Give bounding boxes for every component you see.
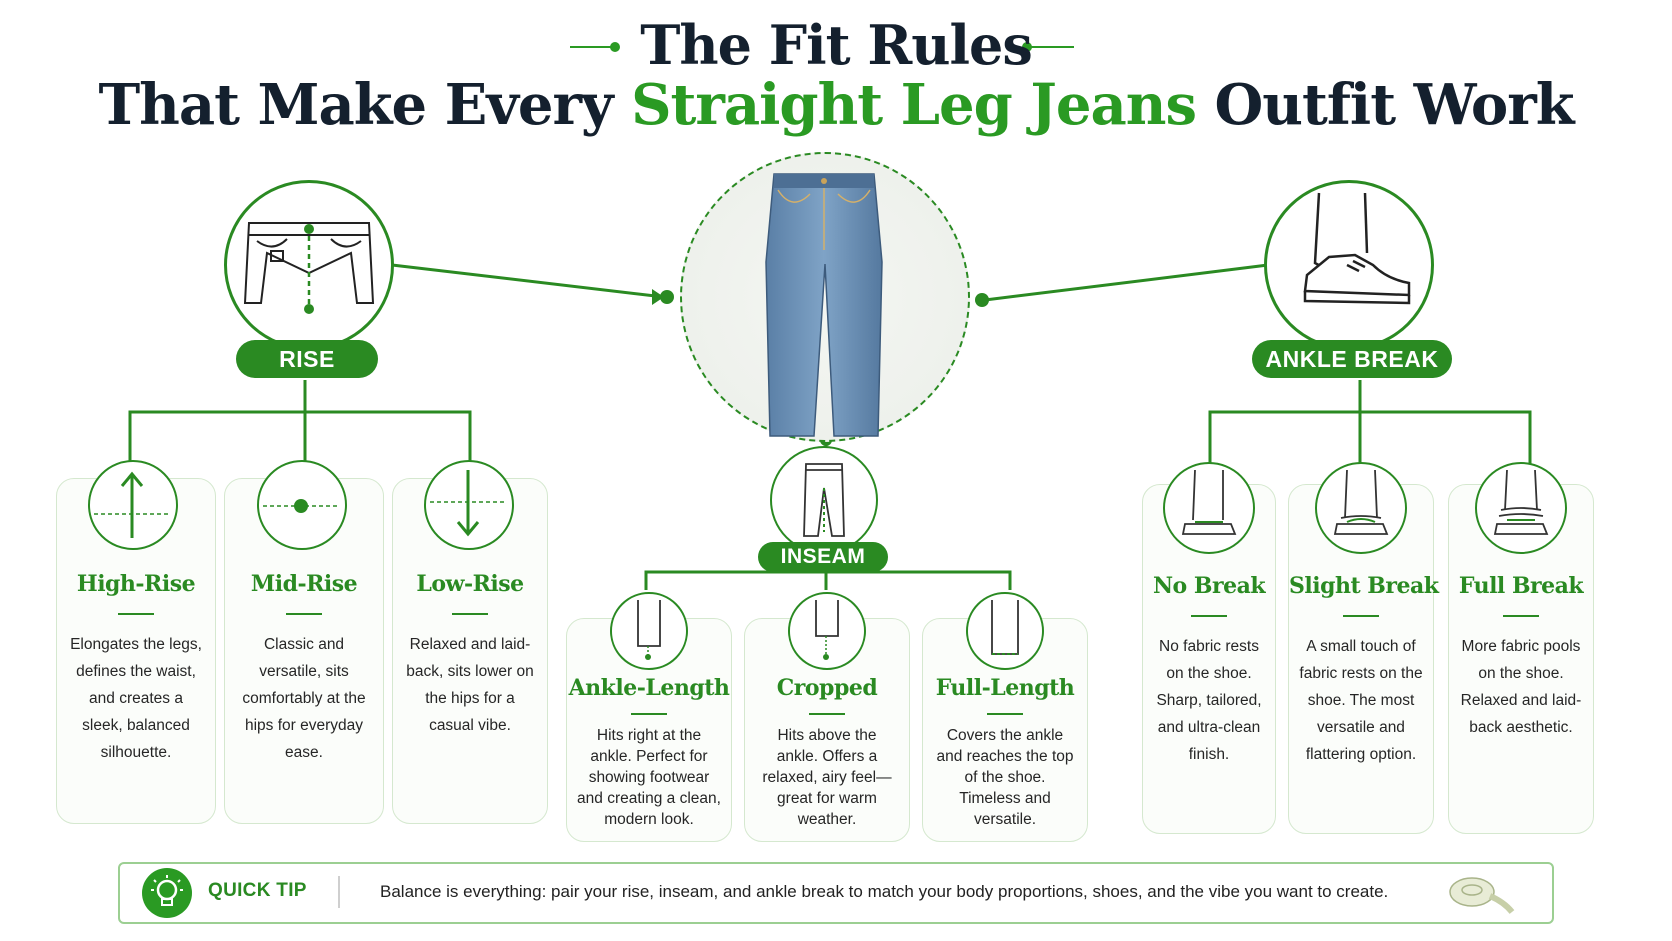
card-description: No fabric rests on the shoe. Sharp, tail… bbox=[1156, 638, 1262, 763]
measuring-tape-icon bbox=[1449, 877, 1515, 914]
card-rule bbox=[286, 613, 322, 615]
card-title: No Break bbox=[1152, 573, 1266, 599]
inseam-label-pill: INSEAM bbox=[758, 542, 888, 572]
rise-label-pill: RISE bbox=[236, 340, 378, 378]
card-title: Full-Length bbox=[935, 675, 1075, 701]
full-break-icon bbox=[1493, 469, 1549, 535]
inseam-icon-circle bbox=[770, 446, 878, 554]
straight-leg-jeans-photo bbox=[765, 173, 883, 437]
lightbulb-icon bbox=[151, 875, 183, 906]
card-title: High-Rise bbox=[76, 571, 196, 597]
card-rule bbox=[809, 713, 845, 715]
card-description: Classic and versatile, sits comfortably … bbox=[242, 636, 366, 761]
cropped-icon bbox=[815, 600, 839, 660]
ankle-length-icon-circle bbox=[610, 592, 688, 670]
mid-rise-icon-circle bbox=[257, 460, 347, 550]
card-description: Elongates the legs, defines the waist, a… bbox=[70, 636, 202, 761]
ankle-break-icon-circle bbox=[1264, 180, 1434, 350]
title-highlight: Straight Leg Jeans bbox=[631, 72, 1197, 138]
low-rise-icon-circle bbox=[424, 460, 514, 550]
title-deco-right-dot bbox=[1022, 42, 1032, 52]
card-title: Slight Break bbox=[1289, 573, 1439, 599]
card-title: Full Break bbox=[1458, 573, 1584, 599]
rise-icon-circle bbox=[224, 180, 394, 350]
lightbulb-icon-circle bbox=[142, 868, 192, 918]
arrow-down-icon bbox=[430, 470, 507, 537]
center-jeans-image bbox=[680, 152, 970, 442]
no-break-icon-circle bbox=[1163, 462, 1255, 554]
card-rule bbox=[1343, 615, 1379, 617]
rise-card-mid: Mid-Rise Classic and versatile, sits com… bbox=[224, 478, 384, 824]
sneaker-hem-icon bbox=[1303, 192, 1411, 305]
ankle-break-label-pill: ANKLE BREAK bbox=[1252, 340, 1452, 378]
card-description: Hits right at the ankle. Perfect for sho… bbox=[577, 727, 721, 828]
quick-tip-box bbox=[118, 862, 1554, 924]
card-title: Mid-Rise bbox=[250, 571, 358, 597]
card-title: Cropped bbox=[776, 675, 878, 701]
card-description: Covers the ankle and reaches the top of … bbox=[936, 727, 1074, 828]
slight-break-icon bbox=[1333, 469, 1389, 535]
ankle-length-icon bbox=[637, 600, 661, 660]
quick-tip-text: Balance is everything: pair your rise, i… bbox=[380, 882, 1389, 901]
card-description: Hits above the ankle. Offers a relaxed, … bbox=[762, 727, 892, 828]
page-title-line1: The Fit Rules bbox=[640, 13, 1033, 77]
title-deco-right-line bbox=[1028, 46, 1074, 48]
card-rule bbox=[118, 613, 154, 615]
jeans-waistband-icon bbox=[243, 222, 375, 314]
card-rule bbox=[1503, 615, 1539, 617]
card-rule bbox=[631, 713, 667, 715]
card-title: Ankle-Length bbox=[568, 675, 730, 701]
page-title-line2: That Make Every Straight Leg Jeans Outfi… bbox=[98, 72, 1574, 138]
quick-tip-separator bbox=[338, 876, 340, 908]
jeans-inseam-icon bbox=[803, 463, 845, 537]
cropped-icon-circle bbox=[788, 592, 866, 670]
title-deco-left-line bbox=[570, 46, 616, 48]
full-break-icon-circle bbox=[1475, 462, 1567, 554]
high-rise-icon-circle bbox=[88, 460, 178, 550]
card-title: Low-Rise bbox=[416, 571, 524, 597]
no-break-icon bbox=[1181, 469, 1237, 535]
card-description: Relaxed and laid-back, sits lower on the… bbox=[406, 636, 534, 734]
card-rule bbox=[987, 713, 1023, 715]
full-length-icon-circle bbox=[966, 592, 1044, 670]
card-rule bbox=[1191, 615, 1227, 617]
card-description: A small touch of fabric rests on the sho… bbox=[1299, 638, 1423, 763]
full-length-icon bbox=[991, 600, 1019, 655]
title-deco-left-dot bbox=[610, 42, 620, 52]
center-dot-icon bbox=[263, 499, 340, 513]
slight-break-icon-circle bbox=[1315, 462, 1407, 554]
quick-tip-label: QUICK TIP bbox=[208, 880, 307, 901]
card-description: More fabric pools on the shoe. Relaxed a… bbox=[1460, 638, 1582, 736]
arrow-up-icon bbox=[94, 471, 171, 538]
card-rule bbox=[452, 613, 488, 615]
